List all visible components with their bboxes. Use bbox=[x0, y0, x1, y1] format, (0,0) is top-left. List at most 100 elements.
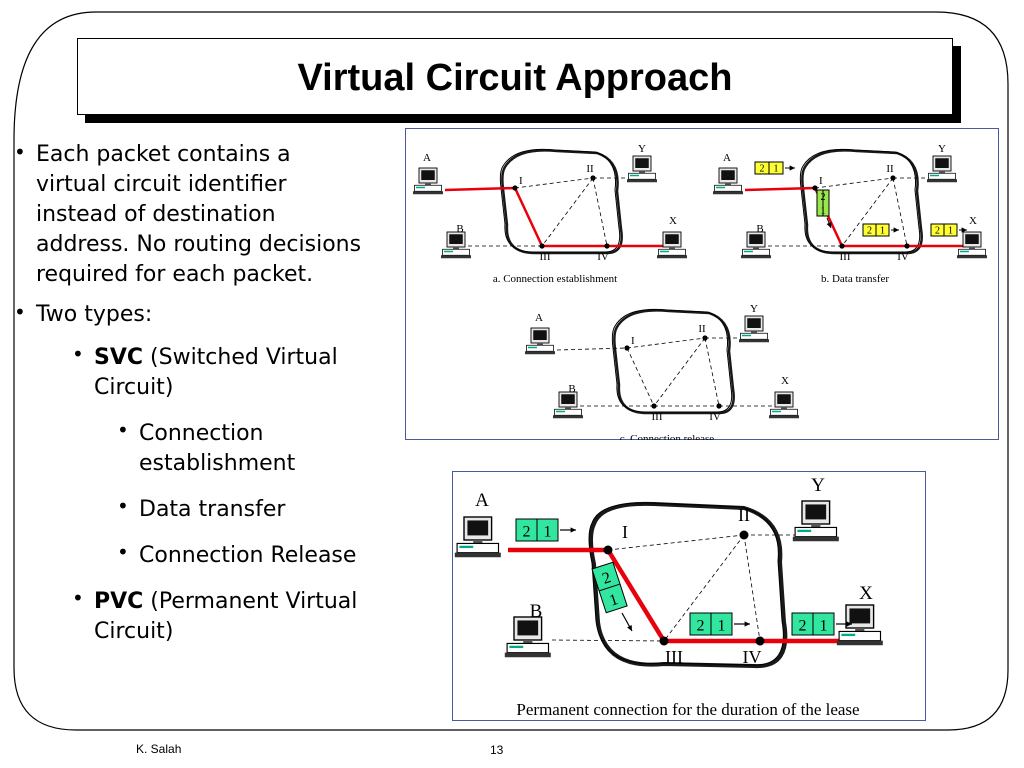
diagram-label: B bbox=[756, 223, 763, 235]
diagram-label: X bbox=[781, 375, 789, 387]
diagram-label: A bbox=[723, 152, 731, 164]
diagram-label: X bbox=[669, 215, 677, 227]
monitor-screen bbox=[749, 234, 763, 244]
monitor-stand bbox=[639, 171, 645, 174]
diagram-label: b. Data transfer bbox=[821, 273, 889, 285]
cpu-drive bbox=[416, 186, 425, 189]
diagram-label: I bbox=[622, 522, 628, 542]
switch-node bbox=[590, 175, 596, 181]
bullet-line: instead of destination bbox=[36, 202, 276, 227]
diagram-label: Y bbox=[811, 475, 825, 496]
cpu-drive bbox=[660, 250, 669, 253]
switch-node bbox=[624, 345, 630, 351]
bullet-line: Connection bbox=[139, 421, 264, 446]
keyboard bbox=[769, 415, 799, 419]
arrow-head bbox=[826, 222, 832, 228]
diagram-label: II bbox=[886, 163, 894, 175]
switch-node bbox=[812, 185, 818, 191]
link-line bbox=[892, 177, 908, 247]
monitor-screen bbox=[561, 394, 575, 404]
packet-label: 1 bbox=[718, 618, 726, 635]
monitor-screen bbox=[421, 170, 435, 180]
monitor-screen bbox=[777, 394, 791, 404]
packet-label: 1 bbox=[880, 226, 885, 237]
diagram-label: X bbox=[969, 215, 977, 227]
cpu-drive bbox=[744, 250, 753, 253]
diagram-label: B bbox=[456, 223, 463, 235]
computer-icon bbox=[627, 155, 657, 183]
diagram-label: I bbox=[819, 175, 823, 187]
diagram-label: Y bbox=[938, 143, 946, 155]
keyboard bbox=[627, 179, 657, 183]
monitor-stand bbox=[523, 640, 533, 644]
computer-icon bbox=[657, 231, 687, 259]
diagram-label: Permanent connection for the duration of… bbox=[516, 700, 859, 719]
switch-node bbox=[716, 403, 722, 409]
footer-author: K. Salah bbox=[136, 742, 182, 756]
diagram-label: II bbox=[698, 323, 706, 335]
diagram-label: III bbox=[840, 251, 851, 263]
arrow-head bbox=[744, 621, 750, 627]
link-line bbox=[626, 337, 706, 349]
diagram-label: X bbox=[859, 583, 873, 604]
switch-node bbox=[839, 243, 845, 249]
monitor-screen bbox=[747, 318, 761, 328]
arrow-head bbox=[789, 165, 795, 171]
link-line bbox=[592, 177, 608, 247]
monitor-stand bbox=[753, 247, 759, 250]
bullet-line: establishment bbox=[139, 451, 296, 476]
monitor-stand bbox=[669, 247, 675, 250]
computer-icon bbox=[413, 167, 443, 195]
packet-label: 2 bbox=[799, 618, 807, 635]
link-line bbox=[814, 177, 894, 189]
switch-node bbox=[603, 545, 613, 555]
monitor-screen bbox=[635, 158, 649, 168]
pvc-text: (Permanent Virtual bbox=[143, 589, 358, 614]
monitor-stand bbox=[425, 183, 431, 186]
cpu-drive bbox=[742, 334, 751, 337]
bullet-dot-icon: • bbox=[117, 418, 129, 442]
packet-label: 2 bbox=[523, 524, 531, 541]
monitor-stand bbox=[453, 247, 459, 250]
link-line bbox=[663, 534, 745, 642]
svc-term: SVC bbox=[94, 345, 144, 370]
monitor-screen bbox=[533, 330, 547, 340]
monitor-stand bbox=[537, 343, 543, 346]
diagram-label: A bbox=[475, 490, 489, 511]
cpu-case bbox=[456, 542, 500, 554]
monitor-stand bbox=[811, 524, 821, 528]
bullet-item-svc: • SVC (Switched Virtual Circuit) bbox=[14, 342, 404, 403]
monitor-stand bbox=[855, 628, 865, 632]
diagram-label: I bbox=[631, 335, 635, 347]
bullet-line: Two types: bbox=[36, 302, 153, 327]
monitor-screen bbox=[965, 234, 979, 244]
bullet-line: required for each packet. bbox=[36, 262, 314, 287]
bullet-item-pvc: • PVC (Permanent Virtual Circuit) bbox=[14, 586, 404, 647]
monitor-screen bbox=[805, 504, 827, 520]
computer-icon bbox=[441, 231, 471, 259]
computer-icon bbox=[927, 155, 957, 183]
computer-icon bbox=[957, 231, 987, 259]
bullet-dot-icon: • bbox=[14, 300, 26, 324]
diagram-label: c. Connection release bbox=[620, 433, 714, 440]
cpu-drive bbox=[841, 633, 856, 637]
switch-node bbox=[604, 243, 610, 249]
bullet-item: • Connection Release bbox=[14, 540, 404, 571]
cpu-case bbox=[838, 630, 882, 642]
switch-node bbox=[539, 243, 545, 249]
diagram-label: B bbox=[530, 601, 543, 622]
monitor-screen bbox=[849, 608, 871, 624]
diagram-label: Y bbox=[638, 143, 646, 155]
link-line bbox=[556, 347, 628, 351]
bullet-list: • Each packet contains a virtual circuit… bbox=[14, 140, 404, 647]
packet-label: 2 bbox=[867, 226, 872, 237]
computer-icon bbox=[739, 315, 769, 343]
link-line bbox=[607, 534, 745, 551]
bullet-item: • Two types: bbox=[14, 300, 404, 330]
